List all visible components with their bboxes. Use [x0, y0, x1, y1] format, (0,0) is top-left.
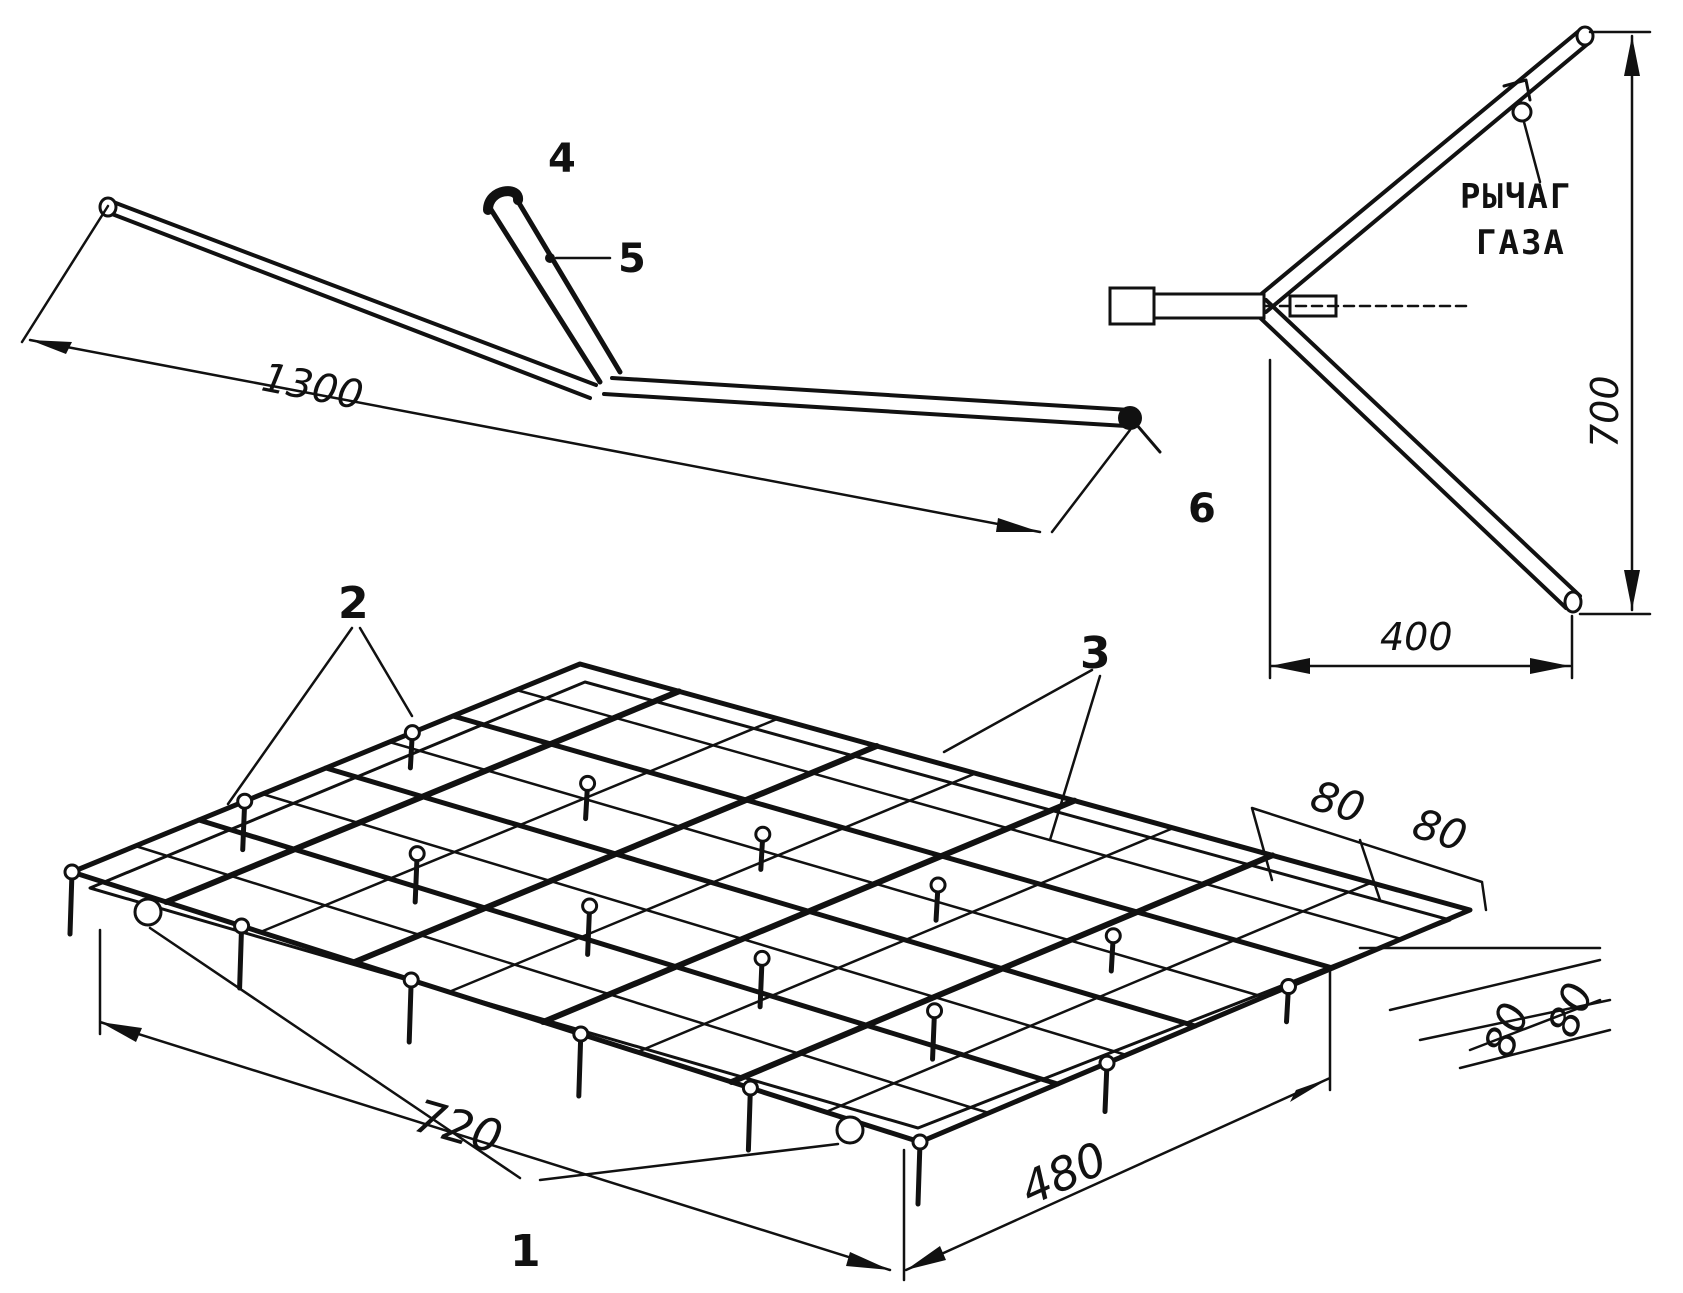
- harrow-tine: [745, 1085, 753, 1153]
- harrow-tine-mount: [408, 845, 426, 863]
- lever-shaft-sleeve: [1108, 286, 1156, 326]
- harrow-tine-mount: [741, 1079, 759, 1097]
- callout-1: 1: [510, 1226, 541, 1277]
- dimension-arrow-1300-right: [996, 518, 1040, 532]
- drawbar-hole-5: [545, 253, 555, 263]
- throttle-label-line2: ГАЗА: [1476, 223, 1566, 263]
- drawbar-hitch-loop: [483, 186, 523, 215]
- harrow-hook-right: [835, 1115, 865, 1145]
- harrow-tine-mount: [926, 1002, 944, 1020]
- harrow-cross-bar: [196, 817, 1060, 1087]
- throttle-label-line1: РЫЧАГ: [1460, 177, 1572, 217]
- dimension-line-400: [1268, 358, 1574, 680]
- drawbar-right-arm: [602, 376, 1132, 428]
- callout-6: 6: [1188, 486, 1216, 532]
- dimension-arrow-480-right: [1290, 1078, 1330, 1102]
- harrow-tine: [406, 977, 414, 1045]
- leader-2: [226, 626, 414, 806]
- dimension-arrow-700-bottom: [1624, 570, 1640, 610]
- callout-3: 3: [1080, 628, 1111, 679]
- lever-throttle-pivot: [1511, 101, 1533, 123]
- dimension-line-80-top: [1250, 806, 1488, 912]
- harrow-tine-mount: [403, 724, 421, 742]
- dimension-480: 480: [1013, 1131, 1115, 1216]
- dimension-720: 720: [409, 1089, 508, 1165]
- harrow-grid-lines: [134, 688, 1403, 1115]
- dimension-line-480: [904, 968, 1332, 1272]
- dimension-arrow-1300-left: [30, 340, 72, 354]
- lever-upper-end: [1575, 25, 1595, 47]
- drawbar-hook-6: [1134, 422, 1162, 454]
- lever-lower-arm: [1252, 298, 1582, 610]
- harrow-tine-mount: [911, 1133, 929, 1151]
- harrow-tine-mount: [236, 792, 254, 810]
- harrow-tine-mount: [233, 917, 251, 935]
- harrow-tines: [63, 724, 1297, 1207]
- harrow-cross-bar: [134, 844, 990, 1115]
- harrow-frame-outline: [69, 661, 1473, 1145]
- callout-4: 4: [548, 136, 576, 182]
- leader-1-right: [538, 1142, 840, 1182]
- leader-1-left: [148, 926, 522, 1180]
- harrow-tine-mount: [1104, 927, 1122, 945]
- dimension-1300: 1300: [258, 355, 367, 420]
- harrow-tine-mount: [63, 863, 81, 881]
- dimension-arrow-720-left: [100, 1022, 142, 1042]
- lever-throttle-clip: [1502, 78, 1532, 102]
- harrow-cross-bar: [388, 740, 1265, 999]
- harrow-tine-mount: [402, 971, 420, 989]
- dimension-arrow-480-left: [906, 1246, 946, 1270]
- harrow-tine-mount: [753, 949, 771, 967]
- drawbar-assembly: 1300 4 5 6: [20, 136, 1216, 534]
- callout-5: 5: [618, 236, 646, 282]
- callout-2: 2: [338, 578, 369, 629]
- harrow-tine-mount: [579, 774, 597, 792]
- lever-lower-end: [1563, 590, 1583, 614]
- dimension-700: 700: [1583, 375, 1627, 448]
- harrow-tine-mount: [1280, 978, 1297, 996]
- dimension-line-1300: [20, 204, 1132, 534]
- dimension-arrow-400-left: [1270, 658, 1310, 674]
- harrow-cross-bar: [450, 713, 1335, 971]
- harrow-hook-left: [133, 897, 163, 927]
- harrow-tine-mount: [754, 825, 772, 843]
- harrow-tine-mount: [581, 897, 599, 915]
- dimension-line-80-right: [1358, 946, 1612, 1070]
- dimension-80-right-a: 80: [1474, 996, 1539, 1064]
- dimension-arrow-720-right: [846, 1252, 890, 1270]
- drawbar-left-arm: [106, 198, 598, 400]
- lever-upper-arm: [1252, 28, 1592, 314]
- harrow-frame-outline-inner: [88, 680, 1452, 1130]
- dimension-line-720: [98, 928, 906, 1282]
- harrow-cross-bar: [323, 765, 1198, 1029]
- harrow-tine-mount: [1098, 1054, 1116, 1072]
- leader-throttle: [1522, 120, 1542, 184]
- harrow-tine: [237, 923, 245, 991]
- harrow-cross-bar: [261, 792, 1128, 1057]
- throttle-lever-assembly: РЫЧАГ ГАЗА 700 400: [1108, 25, 1652, 680]
- dimension-arrow-700-top: [1624, 36, 1640, 76]
- drawbar-hitch-post: [487, 195, 623, 385]
- harrow-tine-mount: [929, 876, 947, 894]
- dimension-80-top-b: 80: [1407, 799, 1472, 861]
- harrow-tine: [915, 1139, 923, 1207]
- harrow-tine: [576, 1031, 584, 1099]
- harrow-cross-bar: [515, 688, 1403, 941]
- dimension-80-top-a: 80: [1305, 771, 1370, 833]
- harrow-tine-mount: [572, 1025, 590, 1043]
- leader-3: [942, 668, 1102, 842]
- dimension-arrow-400-right: [1530, 658, 1570, 674]
- harrow-frame: 1 2 3 720 480 80 80 80 80: [63, 578, 1612, 1282]
- harrow-tine: [67, 869, 75, 937]
- dimension-400: 400: [1380, 615, 1453, 659]
- dimension-line-700: [1578, 30, 1652, 616]
